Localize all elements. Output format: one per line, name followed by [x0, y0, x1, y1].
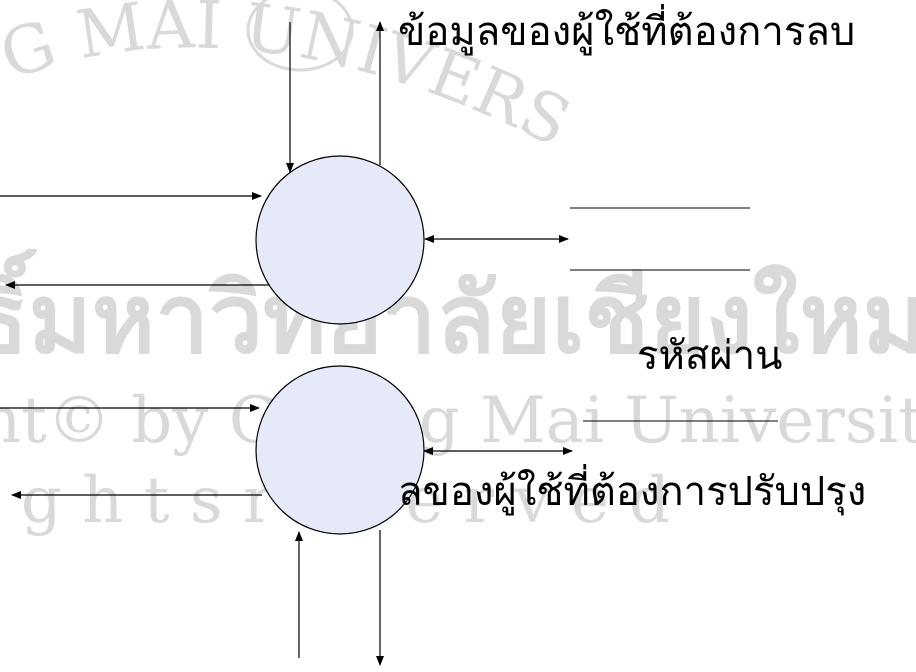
watermark-line-2: ht© by Chiang Mai University — [0, 384, 916, 458]
label-update-user-data: ลของผู้ใช้ที่ต้องการปรับปรุง — [398, 469, 867, 515]
label-delete-user-data: ข้อมูลของผู้ใช้ที่ต้องการลบ — [398, 9, 856, 55]
label-password: รหัสผ่าน — [637, 333, 783, 379]
watermark-seal — [246, 0, 354, 72]
process-circle-1 — [255, 155, 425, 325]
watermark-line-1: ธิ์มหาวิทยาลัยเชียงใหม — [0, 248, 916, 375]
watermark: G MAI UNIVERSI ธิ์มหาวิทยาลัยเชียงใหม ht… — [0, 0, 916, 538]
